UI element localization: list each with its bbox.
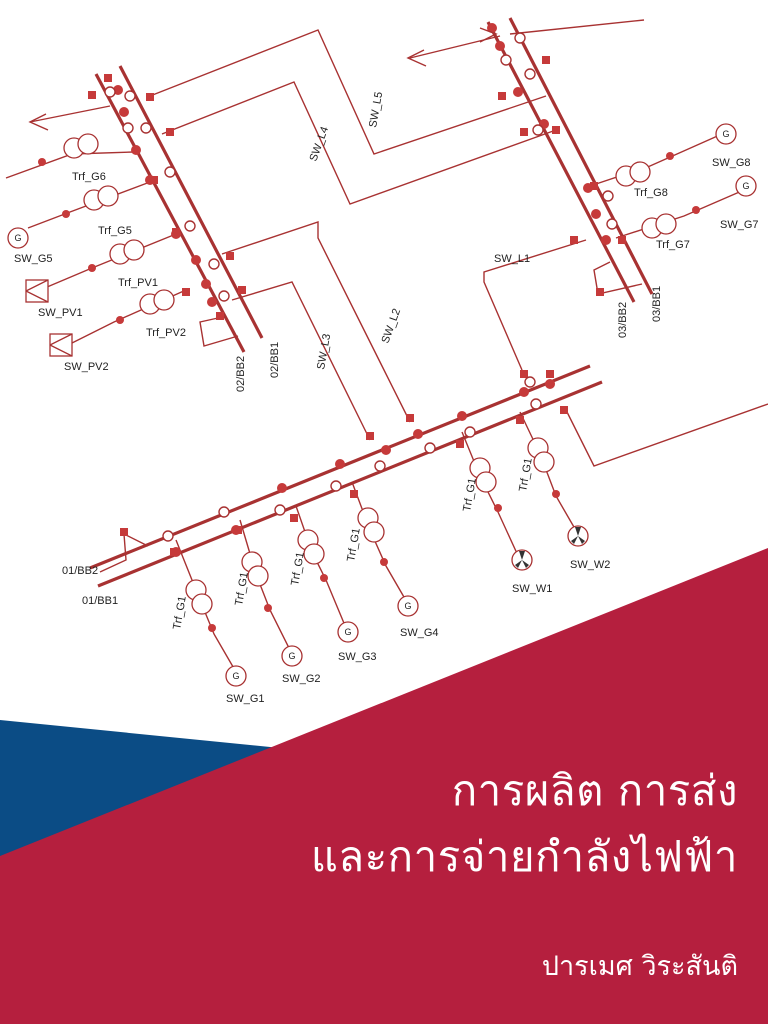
feeder-g1 <box>175 539 237 673</box>
svg-text:G: G <box>742 181 749 191</box>
line-sw-l1 <box>483 239 587 371</box>
svg-text:G: G <box>344 627 351 637</box>
label-03-bb2: 03/BB2 <box>617 302 629 338</box>
label-01-bb2: 01/BB2 <box>62 565 98 577</box>
line-sw-l5 <box>149 29 547 155</box>
feeder-g4 <box>351 481 409 605</box>
line-sw-l2 <box>221 221 411 423</box>
label-sw-pv2: SW_PV2 <box>64 361 109 373</box>
label-trf-g8: Trf_G8 <box>634 187 668 199</box>
svg-text:G: G <box>722 129 729 139</box>
transformers <box>63 133 677 615</box>
feeder-w1 <box>461 431 521 561</box>
busbar-02-bb2 <box>94 73 246 353</box>
label-03-bb1: 03/BB1 <box>651 286 663 322</box>
line-export-left <box>29 105 111 123</box>
label-trf-g5: Trf_G5 <box>98 225 132 237</box>
pv-panels <box>25 279 73 357</box>
generators: G G G G G G G <box>7 123 757 687</box>
author-name: ปารเมศ วิระสันติ <box>541 951 738 982</box>
svg-text:G: G <box>288 651 295 661</box>
book-title: การผลิต การส่ง และการจ่ายกำลังไฟฟ้า <box>311 758 738 890</box>
svg-text:G: G <box>404 601 411 611</box>
navy-band <box>0 720 300 860</box>
bus-nodes <box>113 23 611 557</box>
label-trf-g1-b: Trf_G1 <box>233 571 251 606</box>
label-01-bb1: 01/BB1 <box>82 595 118 607</box>
busbar-03-bb2 <box>486 21 636 303</box>
feeder-g2 <box>239 519 293 655</box>
label-sw-w2: SW_W2 <box>570 559 610 571</box>
feeder-g5 <box>27 181 151 229</box>
coupler-03 <box>593 261 643 295</box>
switch-nodes <box>104 32 618 542</box>
feeder-w2 <box>519 411 579 535</box>
label-trf-g1-c: Trf_G1 <box>289 551 307 586</box>
label-trf-g1-a: Trf_G1 <box>171 595 189 630</box>
coupler-01 <box>99 532 149 573</box>
title-line-1: การผลิต การส่ง <box>451 766 738 815</box>
label-sw-g4: SW_G4 <box>400 627 439 639</box>
crimson-panel <box>0 548 768 1024</box>
label-sw-g3: SW_G3 <box>338 651 377 663</box>
feeder-dots <box>38 152 700 632</box>
label-trf-g1-f: Trf_G1 <box>517 457 535 492</box>
label-trf-g1-e: Trf_G1 <box>461 477 479 512</box>
feeder-g8 <box>589 133 723 187</box>
line-export-top2 <box>509 19 645 35</box>
label-sw-g8: SW_G8 <box>712 157 751 169</box>
title-line-2: และการจ่ายกำลังไฟฟ้า <box>310 832 738 881</box>
label-02-bb1: 02/BB1 <box>269 342 281 378</box>
svg-text:G: G <box>232 671 239 681</box>
label-trf-g7: Trf_G7 <box>656 239 690 251</box>
label-sw-g5: SW_G5 <box>14 253 53 265</box>
line-sw-l3 <box>231 281 371 441</box>
feeder-g7 <box>615 189 745 239</box>
label-sw-g2: SW_G2 <box>282 673 321 685</box>
label-sw-g7: SW_G7 <box>720 219 759 231</box>
label-sw-l1: SW_L1 <box>494 253 530 265</box>
label-trf-g6: Trf_G6 <box>72 171 106 183</box>
coupler-02 <box>199 317 239 347</box>
label-sw-g1: SW_G1 <box>226 693 265 705</box>
label-sw-pv1: SW_PV1 <box>38 307 83 319</box>
line-sw-return <box>565 403 768 467</box>
line-sw-l4 <box>161 81 557 205</box>
label-02-bb2: 02/BB2 <box>235 356 247 392</box>
busbar-03-bb1 <box>508 17 654 295</box>
feeder-g3 <box>295 505 347 629</box>
label-sw-w1: SW_W1 <box>512 583 552 595</box>
wind-turbines <box>511 525 589 571</box>
label-trf-pv1: Trf_PV1 <box>118 277 158 289</box>
label-trf-g1-d: Trf_G1 <box>345 527 363 562</box>
svg-text:G: G <box>14 233 21 243</box>
export-arrows <box>28 27 498 131</box>
label-trf-pv2: Trf_PV2 <box>146 327 186 339</box>
